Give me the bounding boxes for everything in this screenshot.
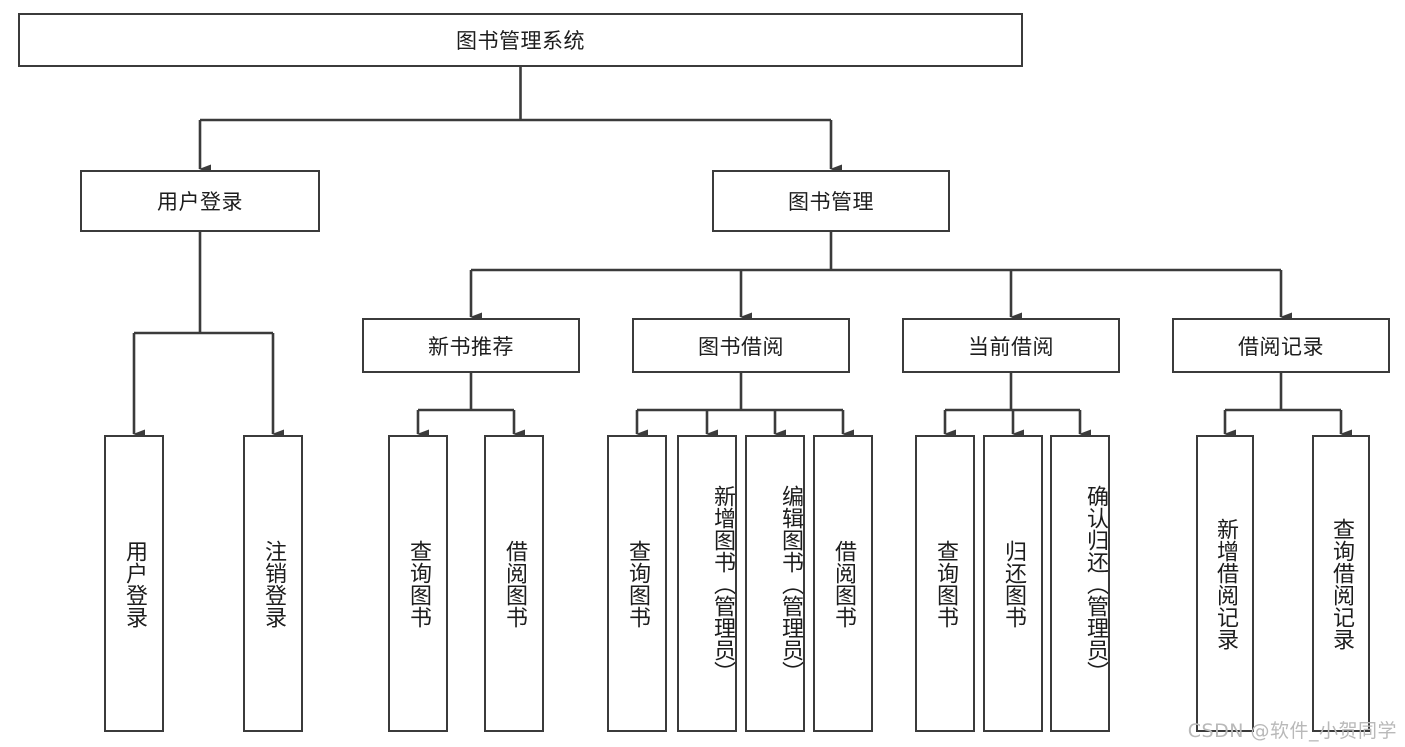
node-root[interactable]: 图书管理系统 <box>18 13 1023 67</box>
node-label: 图书管理系统 <box>456 29 585 53</box>
node-leaf7[interactable]: 编辑图书（管理员） <box>745 435 805 732</box>
node-label: 查询图书 <box>624 539 650 628</box>
node-label: 用户登录 <box>121 539 147 628</box>
node-label: 借阅图书 <box>501 539 527 628</box>
node-leaf9[interactable]: 查询图书 <box>915 435 975 732</box>
node-leaf3[interactable]: 查询图书 <box>388 435 448 732</box>
node-leaf13[interactable]: 查询借阅记录 <box>1312 435 1370 732</box>
node-login[interactable]: 用户登录 <box>80 170 320 232</box>
node-label: 图书管理 <box>788 190 874 214</box>
node-label: 当前借阅 <box>968 334 1054 359</box>
node-leaf8[interactable]: 借阅图书 <box>813 435 873 732</box>
node-current[interactable]: 当前借阅 <box>902 318 1120 373</box>
node-label: 归还图书 <box>1000 539 1026 628</box>
node-leaf12[interactable]: 新增借阅记录 <box>1196 435 1254 732</box>
node-records[interactable]: 借阅记录 <box>1172 318 1390 373</box>
node-leaf1[interactable]: 用户登录 <box>104 435 164 732</box>
node-label: 查询借阅记录 <box>1328 517 1354 650</box>
node-leaf5[interactable]: 查询图书 <box>607 435 667 732</box>
node-label: 用户登录 <box>157 190 243 214</box>
node-label: 借阅图书 <box>830 539 856 628</box>
node-label: 查询图书 <box>405 539 431 628</box>
node-label: 图书借阅 <box>698 334 784 359</box>
node-newbook[interactable]: 新书推荐 <box>362 318 580 373</box>
node-label: 借阅记录 <box>1238 334 1324 359</box>
node-label: 查询图书 <box>932 539 958 628</box>
node-label: 注销登录 <box>260 539 286 628</box>
node-leaf11[interactable]: 确认归还（管理员） <box>1050 435 1110 732</box>
node-leaf4[interactable]: 借阅图书 <box>484 435 544 732</box>
node-leaf10[interactable]: 归还图书 <box>983 435 1043 732</box>
node-label: 确认归还（管理员） <box>1083 484 1108 683</box>
node-leaf6[interactable]: 新增图书（管理员） <box>677 435 737 732</box>
node-label: 编辑图书（管理员） <box>778 484 803 683</box>
node-label: 新书推荐 <box>428 334 514 359</box>
node-bookmgmt[interactable]: 图书管理 <box>712 170 950 232</box>
node-label: 新增图书（管理员） <box>710 484 735 683</box>
node-borrow[interactable]: 图书借阅 <box>632 318 850 373</box>
node-leaf2[interactable]: 注销登录 <box>243 435 303 732</box>
node-label: 新增借阅记录 <box>1212 517 1238 650</box>
